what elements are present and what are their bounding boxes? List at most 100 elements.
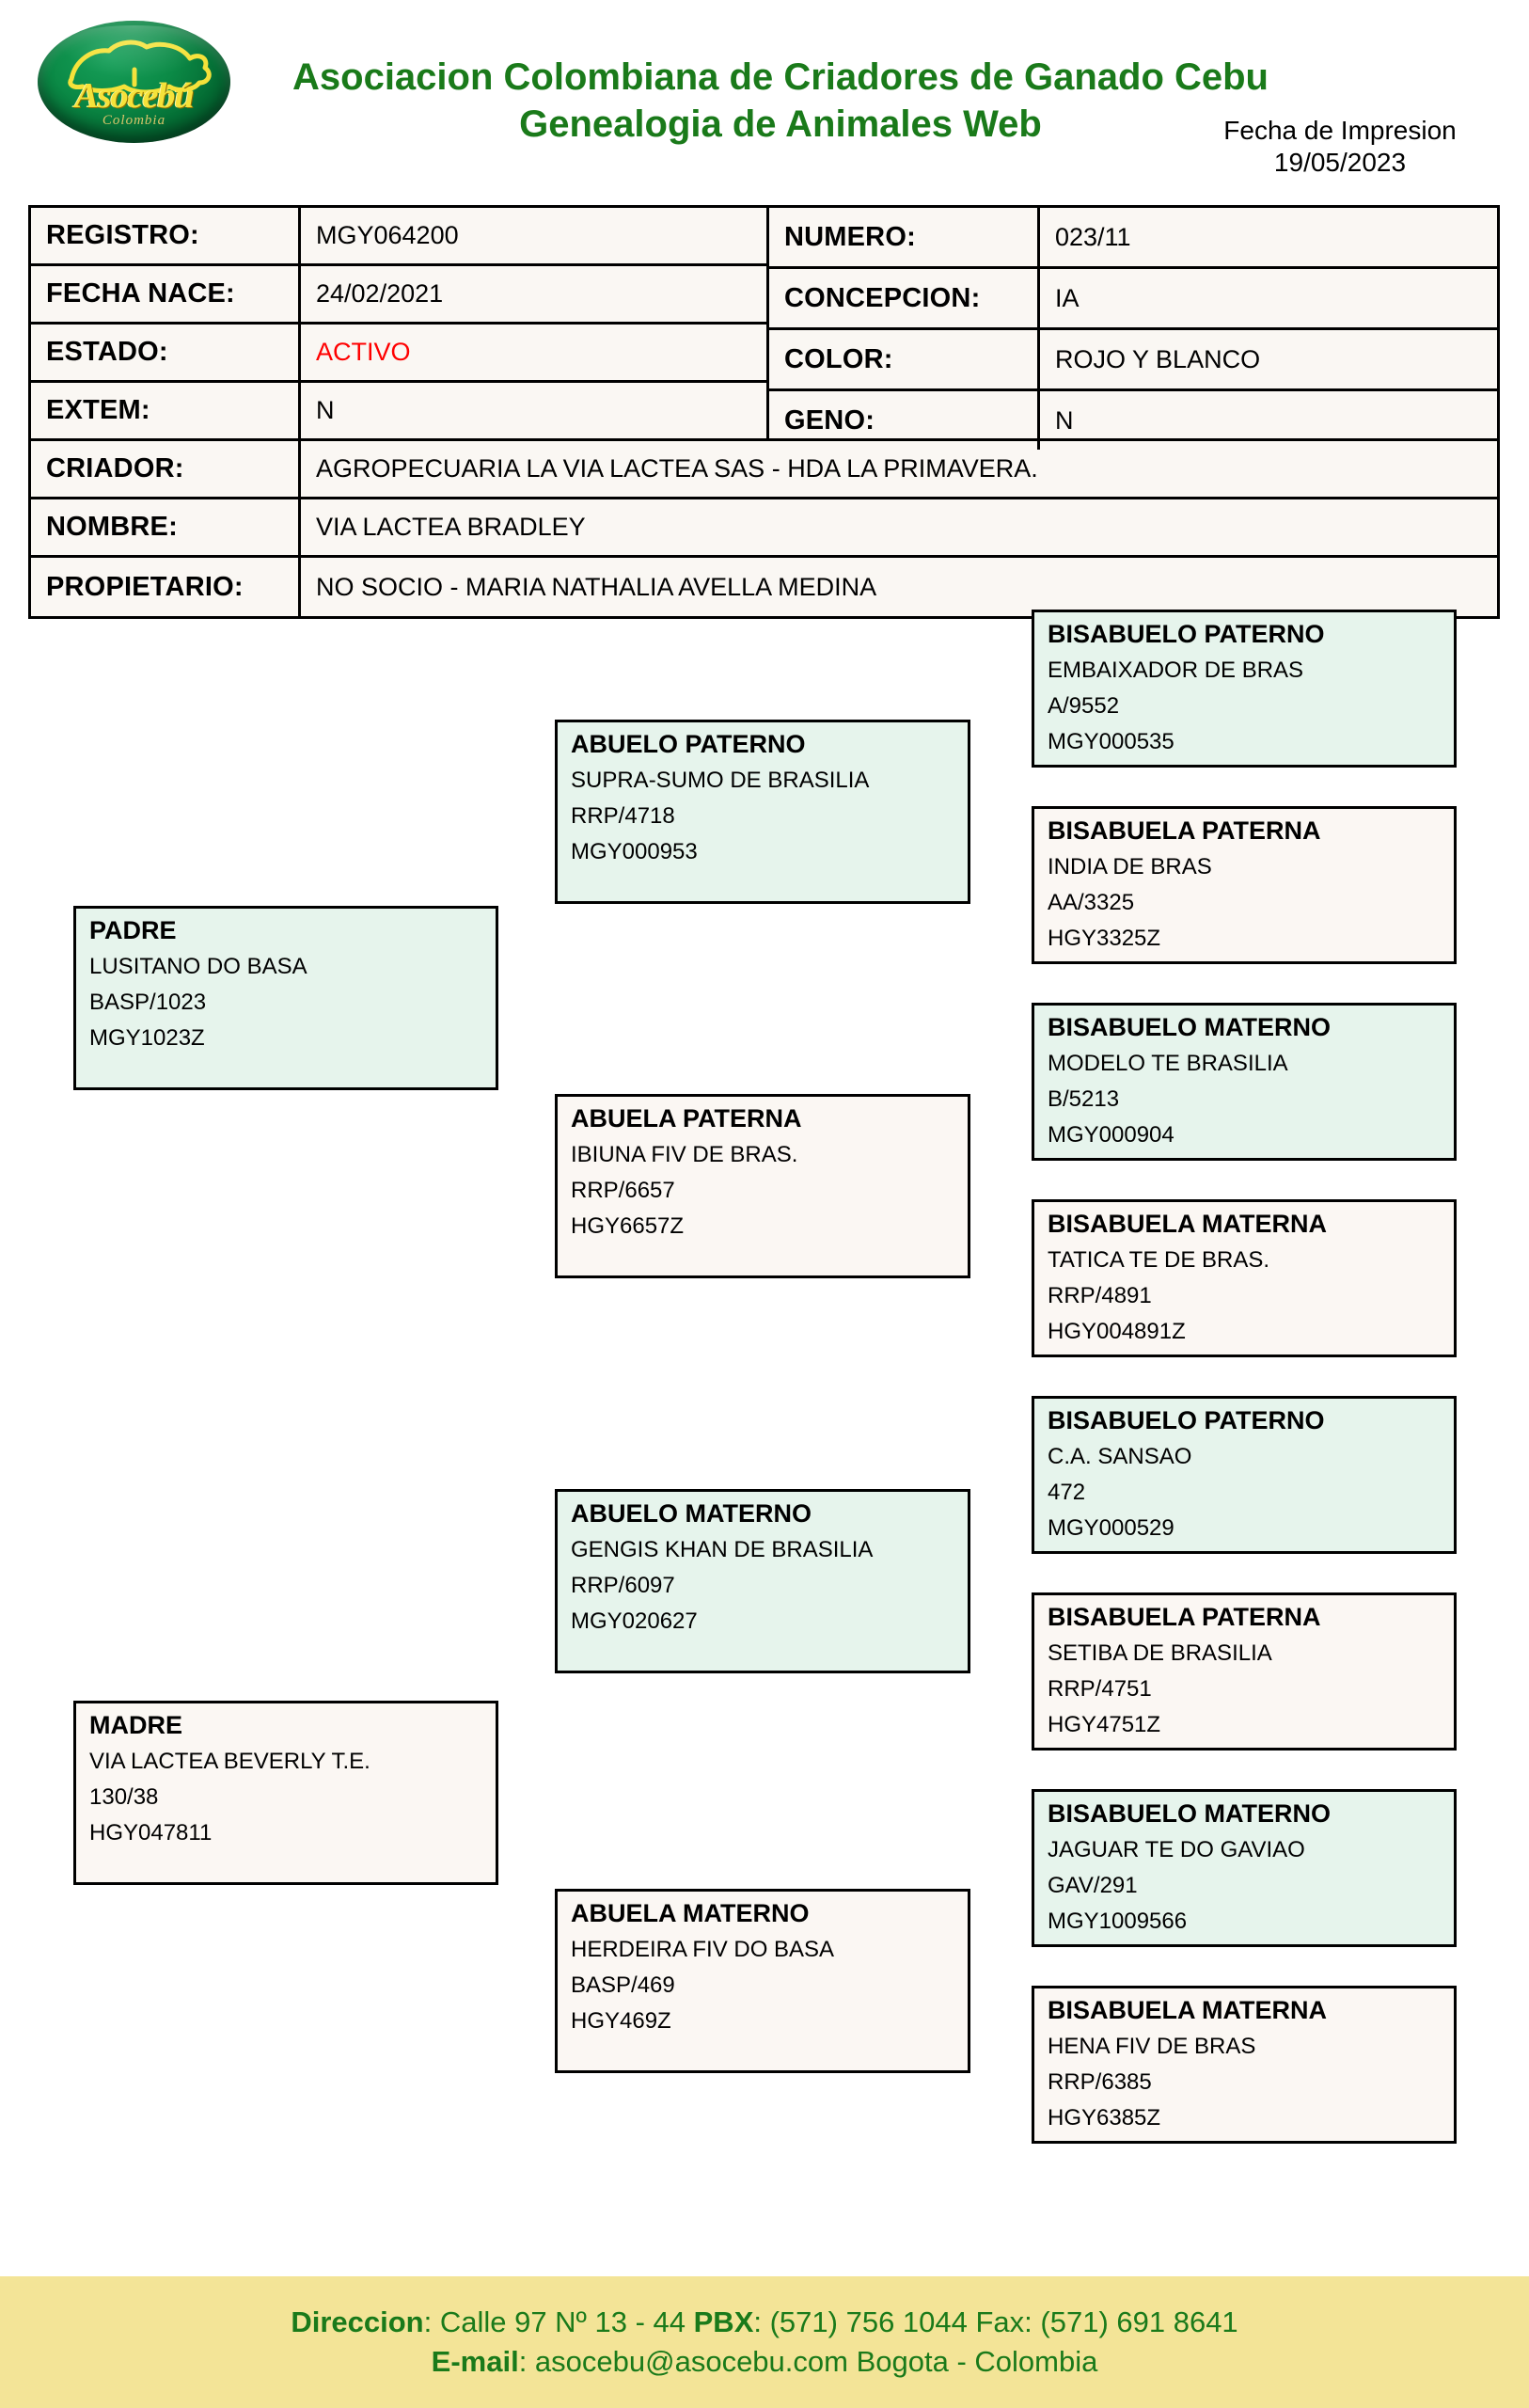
extem-value-cell: N bbox=[301, 383, 769, 441]
padre-title: PADRE bbox=[89, 916, 177, 944]
bis4-reg2: HGY004891Z bbox=[1048, 1319, 1186, 1344]
criador-value-cell: AGROPECUARIA LA VIA LACTEA SAS - HDA LA … bbox=[301, 441, 1497, 499]
status-badge: ACTIVO bbox=[316, 338, 411, 366]
registro-value: MGY064200 bbox=[316, 221, 459, 249]
extem-label: EXTEM: bbox=[46, 395, 150, 425]
pedigree-box-bisabuela-materna-2[interactable]: BISABUELA MATERNA HENA FIV DE BRAS RRP/6… bbox=[1032, 1986, 1457, 2144]
bis3-reg2: MGY000904 bbox=[1048, 1122, 1174, 1148]
concepcion-row: CONCEPCION: IA bbox=[769, 269, 1497, 327]
abuelo-paterno-reg1: RRP/4718 bbox=[571, 803, 675, 829]
bis1-name: EMBAIXADOR DE BRAS bbox=[1048, 657, 1304, 683]
propietario-label: PROPIETARIO: bbox=[46, 571, 244, 602]
abuelo-materno-reg2: MGY020627 bbox=[571, 1608, 698, 1634]
propietario-label-cell: PROPIETARIO: bbox=[31, 558, 301, 616]
color-label: COLOR: bbox=[784, 343, 893, 374]
concepcion-value-cell: IA bbox=[1040, 269, 1497, 327]
footer-address-label: Direccion bbox=[291, 2305, 424, 2339]
geno-label: GENO: bbox=[784, 404, 875, 436]
page-header: Asocebú Colombia Asociacion Colombiana d… bbox=[0, 0, 1529, 183]
bis6-name: SETIBA DE BRASILIA bbox=[1048, 1640, 1272, 1666]
bis2-title: BISABUELA PATERNA bbox=[1048, 816, 1321, 845]
registro-value-cell: MGY064200 bbox=[301, 208, 769, 266]
nombre-label-cell: NOMBRE: bbox=[31, 499, 301, 558]
footer-address-line: Direccion: Calle 97 Nº 13 - 44 PBX: (571… bbox=[291, 2303, 1237, 2342]
abuela-paterna-title: ABUELA PATERNA bbox=[571, 1104, 802, 1133]
bis2-reg1: AA/3325 bbox=[1048, 890, 1135, 915]
bis1-title: BISABUELO PATERNO bbox=[1048, 620, 1325, 648]
nombre-label: NOMBRE: bbox=[46, 512, 178, 542]
footer-email-line: E-mail: asocebu@asocebu.com Bogota - Col… bbox=[432, 2342, 1098, 2382]
logo-oval-shape: Asocebú Colombia bbox=[38, 21, 230, 143]
pedigree-box-madre[interactable]: MADRE VIA LACTEA BEVERLY T.E. 130/38 HGY… bbox=[73, 1701, 498, 1885]
bis8-name: HENA FIV DE BRAS bbox=[1048, 2034, 1256, 2059]
bis4-name: TATICA TE DE BRAS. bbox=[1048, 1247, 1270, 1273]
registro-label-cell: REGISTRO: bbox=[31, 208, 301, 266]
pedigree-box-abuela-materno[interactable]: ABUELA MATERNO HERDEIRA FIV DO BASA BASP… bbox=[555, 1889, 970, 2073]
org-name: Asociacion Colombiana de Criadores de Ga… bbox=[292, 56, 1269, 98]
bis4-reg1: RRP/4891 bbox=[1048, 1283, 1152, 1308]
abuela-materno-reg1: BASP/469 bbox=[571, 1972, 675, 1998]
pedigree-box-bisabuela-paterna-2[interactable]: BISABUELA PATERNA SETIBA DE BRASILIA RRP… bbox=[1032, 1592, 1457, 1751]
logo-subtext: Colombia bbox=[102, 113, 166, 128]
nombre-value: VIA LACTEA BRADLEY bbox=[316, 513, 586, 541]
bis7-title: BISABUELO MATERNO bbox=[1048, 1799, 1331, 1828]
footer-email-label: E-mail bbox=[431, 2345, 519, 2378]
bis8-reg1: RRP/6385 bbox=[1048, 2069, 1152, 2095]
bis2-name: INDIA DE BRAS bbox=[1048, 854, 1212, 879]
page-footer: Direccion: Calle 97 Nº 13 - 44 PBX: (571… bbox=[0, 2276, 1529, 2408]
pedigree-box-bisabuela-materna-1[interactable]: BISABUELA MATERNA TATICA TE DE BRAS. RRP… bbox=[1032, 1199, 1457, 1357]
estado-value-cell: ACTIVO bbox=[301, 325, 769, 383]
abuelo-materno-title: ABUELO MATERNO bbox=[571, 1499, 812, 1528]
bis3-reg1: B/5213 bbox=[1048, 1086, 1120, 1112]
pedigree-box-bisabuelo-paterno-2[interactable]: BISABUELO PATERNO C.A. SANSAO 472 MGY000… bbox=[1032, 1396, 1457, 1554]
abuelo-materno-name: GENGIS KHAN DE BRASILIA bbox=[571, 1537, 874, 1562]
pedigree-box-bisabuelo-paterno-1[interactable]: BISABUELO PATERNO EMBAIXADOR DE BRAS A/9… bbox=[1032, 610, 1457, 768]
madre-reg1: 130/38 bbox=[89, 1784, 159, 1810]
page-title: Asociacion Colombiana de Criadores de Ga… bbox=[273, 56, 1288, 145]
bis3-name: MODELO TE BRASILIA bbox=[1048, 1051, 1288, 1076]
print-date-label: Fecha de Impresion bbox=[1223, 116, 1457, 145]
bis7-reg2: MGY1009566 bbox=[1048, 1909, 1188, 1934]
bis3-title: BISABUELO MATERNO bbox=[1048, 1013, 1331, 1041]
extem-value: N bbox=[316, 396, 335, 424]
asocebu-logo: Asocebú Colombia bbox=[38, 21, 230, 143]
bis5-title: BISABUELO PATERNO bbox=[1048, 1406, 1325, 1434]
geno-value-cell: N bbox=[1040, 391, 1497, 450]
abuela-materno-title: ABUELA MATERNO bbox=[571, 1899, 810, 1927]
color-row: COLOR: ROJO Y BLANCO bbox=[769, 330, 1497, 388]
pedigree-box-abuela-paterna[interactable]: ABUELA PATERNA IBIUNA FIV DE BRAS. RRP/6… bbox=[555, 1094, 970, 1278]
bis8-title: BISABUELA MATERNA bbox=[1048, 1996, 1327, 2024]
fecha-nace-label: FECHA NACE: bbox=[46, 278, 235, 309]
bis7-name: JAGUAR TE DO GAVIAO bbox=[1048, 1837, 1305, 1862]
abuela-materno-name: HERDEIRA FIV DO BASA bbox=[571, 1937, 835, 1962]
bis6-title: BISABUELA PATERNA bbox=[1048, 1603, 1321, 1631]
bis5-name: C.A. SANSAO bbox=[1048, 1444, 1192, 1469]
abuela-paterna-name: IBIUNA FIV DE BRAS. bbox=[571, 1142, 798, 1167]
color-label-cell: COLOR: bbox=[769, 330, 1040, 388]
bis6-reg1: RRP/4751 bbox=[1048, 1676, 1152, 1702]
pedigree-box-bisabuelo-materno-1[interactable]: BISABUELO MATERNO MODELO TE BRASILIA B/5… bbox=[1032, 1003, 1457, 1161]
numero-label-cell: NUMERO: bbox=[769, 208, 1040, 266]
abuela-materno-reg2: HGY469Z bbox=[571, 2008, 671, 2034]
geno-value: N bbox=[1055, 405, 1074, 435]
estado-label: ESTADO: bbox=[46, 337, 168, 367]
abuelo-paterno-title: ABUELO PATERNO bbox=[571, 730, 806, 758]
propietario-value-cell: NO SOCIO - MARIA NATHALIA AVELLA MEDINA bbox=[301, 558, 1497, 616]
nombre-value-cell: VIA LACTEA BRADLEY bbox=[301, 499, 1497, 558]
page-subtitle: Genealogia de Animales Web bbox=[519, 103, 1042, 145]
fecha-nace-label-cell: FECHA NACE: bbox=[31, 266, 301, 325]
madre-reg2: HGY047811 bbox=[89, 1820, 213, 1846]
pedigree-box-abuelo-materno[interactable]: ABUELO MATERNO GENGIS KHAN DE BRASILIA R… bbox=[555, 1489, 970, 1673]
bis5-reg2: MGY000529 bbox=[1048, 1515, 1174, 1541]
madre-title: MADRE bbox=[89, 1711, 182, 1739]
pedigree-box-padre[interactable]: PADRE LUSITANO DO BASA BASP/1023 MGY1023… bbox=[73, 906, 498, 1090]
numero-value-cell: 023/11 bbox=[1040, 208, 1497, 266]
pedigree-box-bisabuelo-materno-2[interactable]: BISABUELO MATERNO JAGUAR TE DO GAVIAO GA… bbox=[1032, 1789, 1457, 1947]
concepcion-label: CONCEPCION: bbox=[784, 282, 981, 313]
pedigree-box-abuelo-paterno[interactable]: ABUELO PATERNO SUPRA-SUMO DE BRASILIA RR… bbox=[555, 720, 970, 904]
extem-label-cell: EXTEM: bbox=[31, 383, 301, 441]
bis4-title: BISABUELA MATERNA bbox=[1048, 1210, 1327, 1238]
pedigree-box-bisabuela-paterna-1[interactable]: BISABUELA PATERNA INDIA DE BRAS AA/3325 … bbox=[1032, 806, 1457, 964]
estado-label-cell: ESTADO: bbox=[31, 325, 301, 383]
